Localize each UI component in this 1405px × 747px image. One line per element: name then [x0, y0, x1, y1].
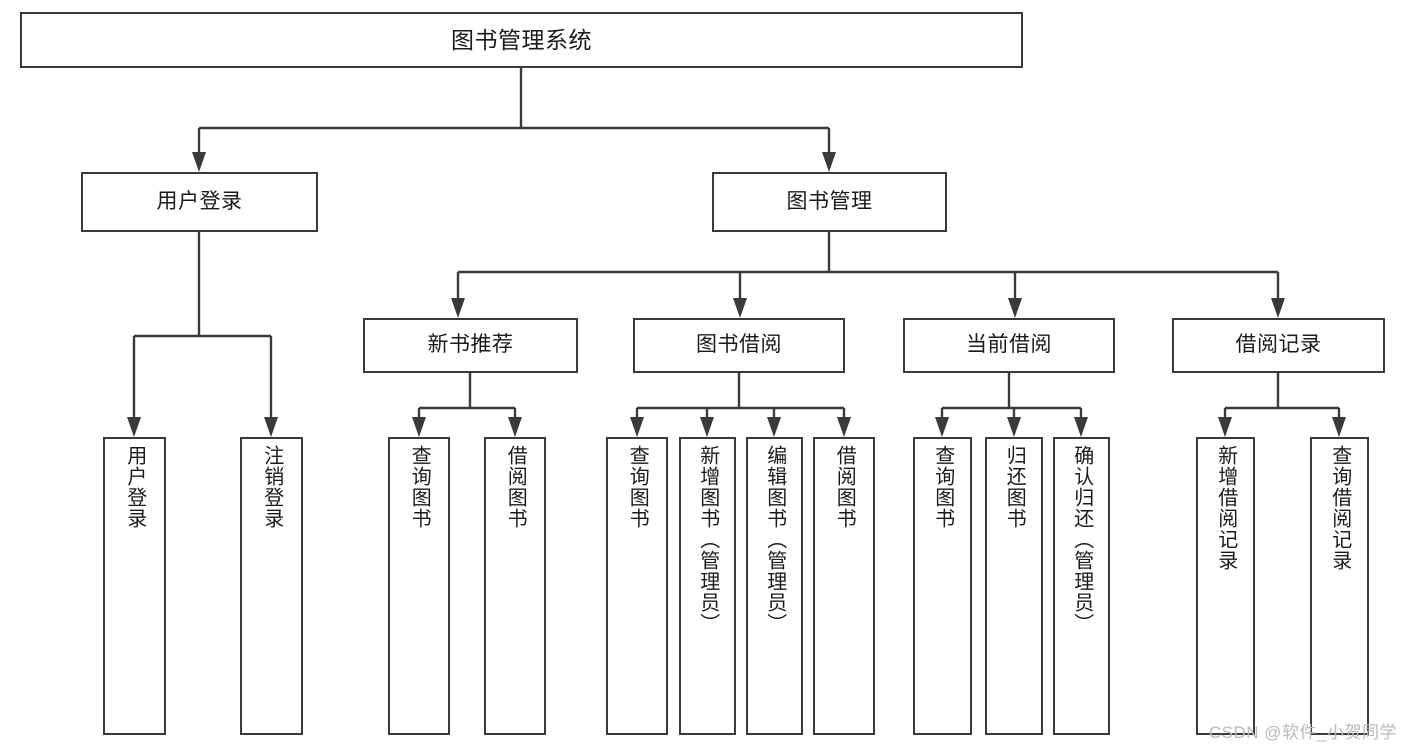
connector-arrow-current-borrow-bus-0	[935, 417, 949, 437]
node-leaf-current-return-book[interactable]: 归还图书	[985, 437, 1043, 735]
node-label-book-borrow: 图书借阅	[696, 333, 782, 357]
node-book-borrow[interactable]: 图书借阅	[633, 318, 845, 373]
node-leaf-borrow-edit-book[interactable]: 编辑图书（管理员）	[746, 437, 803, 735]
node-label-leaf-borrow-query-book: 查询图书	[626, 445, 649, 529]
connector-arrow-book-manage-bus-3	[1271, 298, 1285, 318]
node-label-leaf-borrow-edit-book: 编辑图书（管理员）	[763, 445, 786, 634]
node-label-new-book-rec: 新书推荐	[427, 333, 514, 357]
node-label-leaf-user-logout: 注销登录	[260, 445, 283, 529]
node-leaf-current-query-book[interactable]: 查询图书	[913, 437, 972, 735]
node-leaf-rec-query-book[interactable]: 查询图书	[388, 437, 450, 735]
connector-arrow-current-borrow-bus-2	[1074, 417, 1088, 437]
node-label-leaf-borrow-add-book: 新增图书（管理员）	[696, 445, 719, 634]
node-label-leaf-rec-query-book: 查询图书	[408, 445, 431, 529]
node-label-leaf-current-return-book: 归还图书	[1003, 445, 1026, 529]
node-label-book-manage: 图书管理	[786, 189, 873, 213]
connector-arrow-book-borrow-bus-2	[767, 417, 781, 437]
node-borrow-record[interactable]: 借阅记录	[1172, 318, 1385, 373]
node-label-leaf-record-add: 新增借阅记录	[1214, 445, 1237, 571]
node-leaf-record-query[interactable]: 查询借阅记录	[1310, 437, 1369, 735]
node-label-leaf-borrow-borrow-book: 借阅图书	[833, 445, 856, 529]
node-leaf-user-logout[interactable]: 注销登录	[240, 437, 303, 735]
node-leaf-current-confirm-return[interactable]: 确认归还（管理员）	[1053, 437, 1110, 735]
node-leaf-borrow-add-book[interactable]: 新增图书（管理员）	[679, 437, 736, 735]
node-label-leaf-user-login: 用户登录	[123, 445, 146, 529]
node-leaf-borrow-query-book[interactable]: 查询图书	[606, 437, 668, 735]
node-new-book-rec[interactable]: 新书推荐	[363, 318, 578, 373]
connector-arrow-current-borrow-bus-1	[1007, 417, 1021, 437]
connector-arrow-book-manage-bus-0	[451, 298, 465, 318]
node-label-leaf-record-query: 查询借阅记录	[1328, 445, 1351, 571]
connector-arrow-new-book-rec-bus-1	[508, 417, 522, 437]
node-label-leaf-current-query-book: 查询图书	[931, 445, 954, 529]
connector-arrow-book-borrow-bus-3	[837, 417, 851, 437]
node-label-leaf-rec-borrow-book: 借阅图书	[504, 445, 527, 529]
connector-arrow-book-borrow-bus-0	[630, 417, 644, 437]
node-leaf-rec-borrow-book[interactable]: 借阅图书	[484, 437, 546, 735]
connector-arrow-book-borrow-bus-1	[700, 417, 714, 437]
node-label-leaf-current-confirm-return: 确认归还（管理员）	[1070, 445, 1093, 634]
watermark-label: CSDN @软件_小贺同学	[1208, 723, 1397, 742]
node-current-borrow[interactable]: 当前借阅	[903, 318, 1115, 373]
node-root[interactable]: 图书管理系统	[20, 12, 1023, 68]
node-label-user-login: 用户登录	[156, 189, 243, 213]
node-label-root: 图书管理系统	[451, 26, 592, 53]
node-leaf-record-add[interactable]: 新增借阅记录	[1196, 437, 1255, 735]
node-leaf-borrow-borrow-book[interactable]: 借阅图书	[813, 437, 875, 735]
node-book-manage[interactable]: 图书管理	[712, 172, 947, 232]
node-user-login[interactable]: 用户登录	[81, 172, 318, 232]
node-label-current-borrow: 当前借阅	[966, 333, 1052, 357]
connector-arrow-user-login-bus-1	[264, 417, 278, 437]
connector-arrow-book-manage-bus-2	[1008, 298, 1022, 318]
connector-arrow-root-bus-1	[822, 152, 836, 172]
connector-arrow-new-book-rec-bus-0	[412, 417, 426, 437]
connector-arrow-borrow-record-bus-0	[1218, 417, 1232, 437]
connector-arrow-user-login-bus-0	[127, 417, 141, 437]
connector-arrow-root-bus-0	[192, 152, 206, 172]
node-label-borrow-record: 借阅记录	[1235, 333, 1322, 357]
connector-arrow-book-manage-bus-1	[733, 298, 747, 318]
node-leaf-user-login[interactable]: 用户登录	[103, 437, 166, 735]
connector-arrow-borrow-record-bus-1	[1332, 417, 1346, 437]
